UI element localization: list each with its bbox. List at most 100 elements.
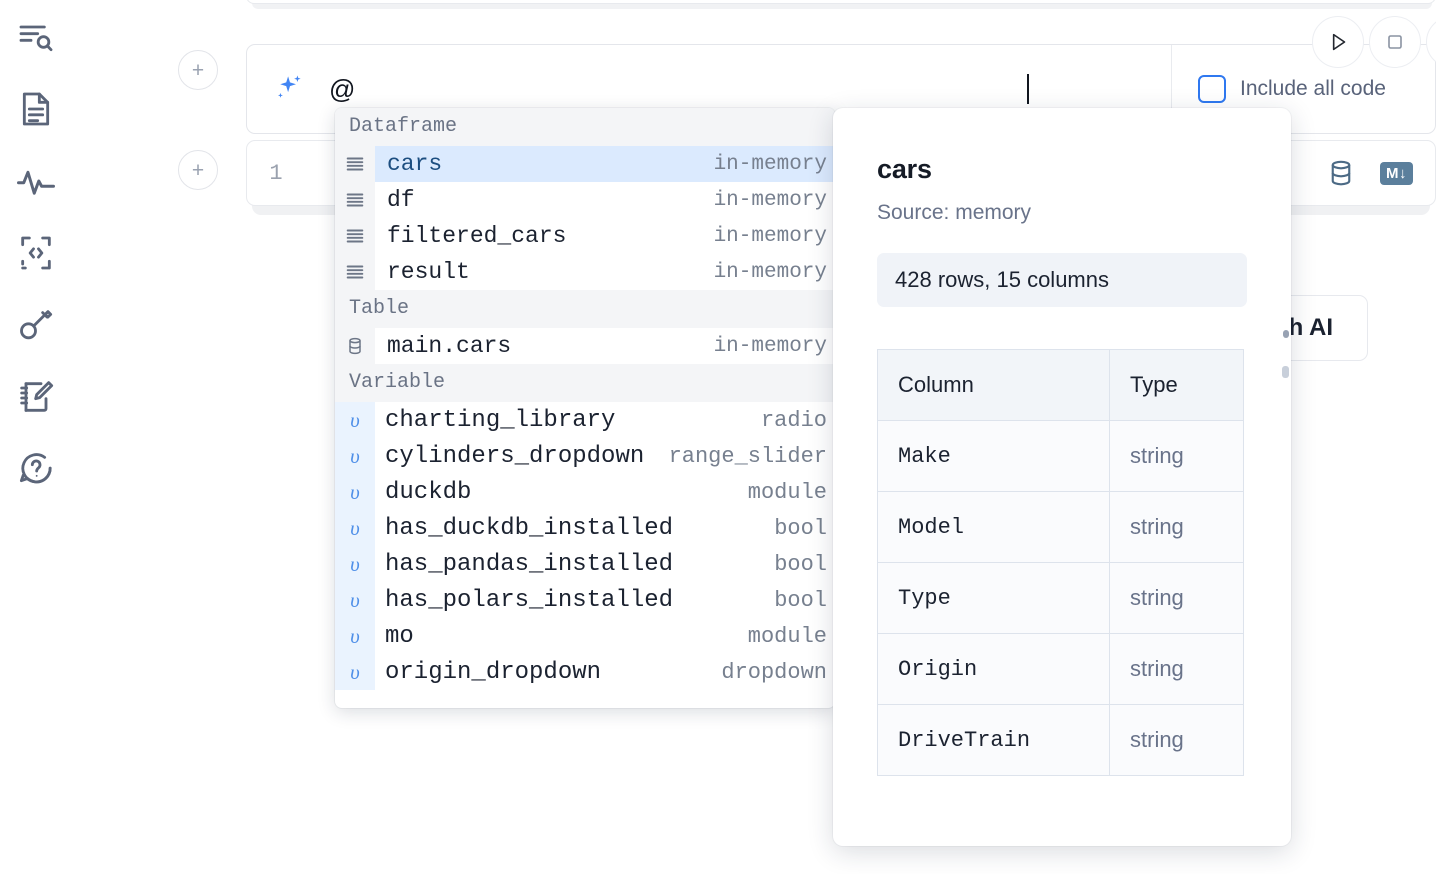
- autocomplete-item-name: has_pandas_installed: [385, 550, 674, 578]
- schema-column-name: Model: [877, 491, 1110, 563]
- autocomplete-item[interactable]: main.cars in-memory: [335, 328, 835, 364]
- autocomplete-item-type: in-memory: [713, 152, 827, 176]
- search-outline-icon[interactable]: [13, 14, 59, 60]
- preview-source: Source: memory: [877, 201, 1032, 224]
- variable-icon: υ: [335, 402, 375, 438]
- autocomplete-item-name: has_duckdb_installed: [385, 514, 674, 542]
- autocomplete-item[interactable]: result in-memory: [335, 254, 835, 290]
- autocomplete-item-name: origin_dropdown: [385, 658, 602, 686]
- dataframe-icon: [335, 254, 375, 290]
- autocomplete-item[interactable]: cars in-memory: [335, 146, 835, 182]
- autocomplete-item[interactable]: υ charting_library radio: [335, 402, 835, 438]
- autocomplete-item-type: dropdown: [721, 659, 827, 685]
- preview-scrollbar-thumb[interactable]: [1283, 330, 1289, 338]
- database-icon[interactable]: [1326, 158, 1356, 188]
- schema-column-type: string: [1109, 633, 1244, 705]
- variable-icon: υ: [335, 546, 375, 582]
- autocomplete-item-name: result: [387, 259, 470, 285]
- variable-icon: υ: [335, 474, 375, 510]
- schema-column-name: DriveTrain: [877, 704, 1110, 776]
- autocomplete-item-name: has_polars_installed: [385, 586, 674, 614]
- schema-column-type: string: [1109, 704, 1244, 776]
- column-header-type: Type: [1109, 349, 1244, 421]
- preview-scrollbar-track[interactable]: [1282, 366, 1289, 378]
- schema-column-name: Origin: [877, 633, 1110, 705]
- variable-icon: υ: [335, 510, 375, 546]
- autocomplete-item-name: main.cars: [387, 333, 512, 359]
- schema-column-name: Type: [877, 562, 1110, 634]
- preview-title: cars: [877, 154, 932, 184]
- column-header-column: Column: [877, 349, 1110, 421]
- top-cell-shadow: [252, 3, 1432, 9]
- key-icon[interactable]: [13, 302, 59, 348]
- autocomplete-item-name: charting_library: [385, 406, 616, 434]
- ai-input-value[interactable]: @: [329, 73, 356, 104]
- dataframe-icon: [335, 218, 375, 254]
- autocomplete-item-name: cars: [387, 151, 443, 177]
- schema-column-type: string: [1109, 491, 1244, 563]
- cell-toolbar: M↓: [1326, 158, 1413, 188]
- plus-icon: +: [191, 158, 205, 182]
- add-cell-below-button[interactable]: +: [178, 150, 218, 190]
- include-all-code-checkbox[interactable]: [1198, 75, 1226, 103]
- document-icon[interactable]: [13, 86, 59, 132]
- autocomplete-item-type: in-memory: [713, 188, 827, 212]
- with-ai-label: h AI: [1288, 314, 1333, 341]
- variable-icon: υ: [335, 438, 375, 474]
- code-snippet-icon[interactable]: [13, 230, 59, 276]
- autocomplete-item-type: bool: [774, 587, 827, 613]
- include-all-code-label: Include all code: [1240, 77, 1386, 100]
- dataframe-icon: [335, 182, 375, 218]
- markdown-icon[interactable]: M↓: [1380, 161, 1413, 185]
- autocomplete-item[interactable]: filtered_cars in-memory: [335, 218, 835, 254]
- autocomplete-item[interactable]: υ has_duckdb_installed bool: [335, 510, 835, 546]
- autocomplete-item-type: module: [747, 479, 827, 505]
- autocomplete-section-header: Table: [335, 290, 835, 328]
- schema-column-type: string: [1109, 562, 1244, 634]
- dataframe-preview-panel: cars Source: memory 428 rows, 15 columns…: [833, 108, 1291, 846]
- activity-icon[interactable]: [13, 158, 59, 204]
- preview-shape-badge: 428 rows, 15 columns: [877, 253, 1247, 307]
- autocomplete-item-type: bool: [774, 515, 827, 541]
- autocomplete-item-type: in-memory: [713, 224, 827, 248]
- help-chat-icon[interactable]: [13, 446, 59, 492]
- autocomplete-item-name: duckdb: [385, 478, 472, 506]
- autocomplete-item-type: in-memory: [713, 260, 827, 284]
- autocomplete-item-type: in-memory: [713, 334, 827, 358]
- table-header-row: Column Type: [877, 349, 1244, 421]
- autocomplete-item-type: range_slider: [668, 443, 827, 469]
- stop-button[interactable]: [1369, 16, 1421, 68]
- ai-prompt-input-area[interactable]: @: [247, 45, 1172, 133]
- text-caret: [1027, 74, 1029, 104]
- top-partial-cell: [246, 0, 1436, 4]
- include-all-code-checkbox-row[interactable]: Include all code: [1198, 75, 1386, 103]
- run-play-button[interactable]: [1312, 16, 1364, 68]
- autocomplete-item-name: filtered_cars: [387, 223, 567, 249]
- dataframe-icon: [335, 146, 375, 182]
- autocomplete-item-type: radio: [760, 407, 827, 433]
- autocomplete-item-type: module: [747, 623, 827, 649]
- schema-column-name: Make: [877, 420, 1110, 492]
- autocomplete-section-header: Variable: [335, 364, 835, 402]
- add-cell-above-button[interactable]: +: [178, 50, 218, 90]
- scratchpad-icon[interactable]: [13, 374, 59, 420]
- plus-icon: +: [191, 58, 205, 82]
- schema-column-type: string: [1109, 420, 1244, 492]
- autocomplete-item-name: mo: [385, 622, 414, 650]
- table-database-icon: [335, 328, 375, 364]
- line-number: 1: [269, 160, 283, 186]
- variable-icon: υ: [335, 618, 375, 654]
